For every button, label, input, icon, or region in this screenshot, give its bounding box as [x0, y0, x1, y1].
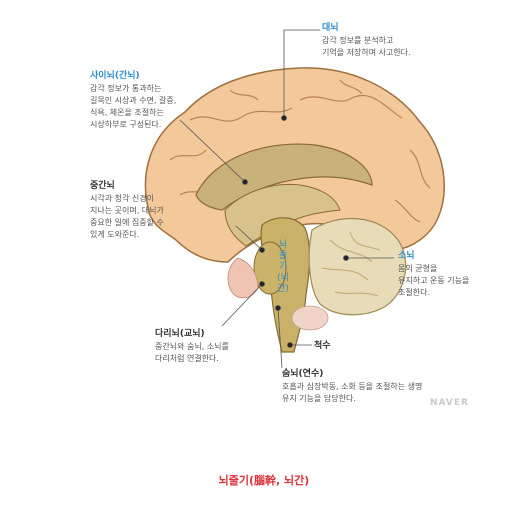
cerebrum-label: 대뇌 감각 정보를 분석하고 기억을 저장하며 사고한다. [322, 22, 411, 59]
spinal-cord-title: 척수 [314, 341, 331, 351]
diencephalon-line-1: 감각 정보가 통과하는 [90, 84, 162, 93]
diencephalon-leader [179, 119, 246, 183]
diencephalon-line-2: 길목인 시상과 수면, 갈증, [90, 96, 177, 105]
medulla-title: 숨뇌(연수) [282, 369, 324, 379]
cerebellum-line-3: 조절한다. [398, 288, 430, 297]
watermark: NAVER [430, 398, 469, 408]
midbrain-line-4: 있게 도와준다. [90, 230, 140, 239]
cerebellum-title: 소뇌 [398, 251, 415, 261]
pons-label: 다리뇌(교뇌) 중간뇌와 숨뇌, 소뇌를 다리처럼 연결한다. [155, 328, 229, 365]
midbrain-line-1: 시각과 청각 신경이 [90, 194, 154, 203]
cerebellum-line-1: 몸의 균형을 [398, 264, 438, 273]
diencephalon [224, 183, 341, 247]
diencephalon-label: 사이뇌(간뇌) 감각 정보가 통과하는 길목인 시상과 수면, 갈증, 식욕, … [90, 70, 176, 131]
midbrain-line-3: 중요한 일에 집중할 수 [90, 218, 164, 227]
medulla-leader [277, 307, 283, 369]
spinal-cord-label: 척수 [314, 340, 331, 353]
lower-tissue [227, 257, 259, 299]
cerebrum-line-1: 감각 정보를 분석하고 [322, 36, 394, 45]
medulla-line-1: 호흡과 심장박동, 소화 등을 조절하는 생명 [282, 382, 423, 391]
pons-cushion [291, 305, 329, 331]
medulla-line-2: 유지 기능을 담당한다. [282, 394, 356, 403]
midbrain-label: 중간뇌 시각과 청각 신경이 지나는 곳이며, 대뇌가 중요한 일에 집중할 수… [90, 180, 164, 241]
cerebrum-title: 대뇌 [322, 23, 339, 33]
cerebrum-leader [283, 29, 320, 118]
diencephalon-line-3: 식욕, 체온을 조절하는 [90, 108, 164, 117]
midbrain-title: 중간뇌 [90, 181, 115, 191]
midbrain-leader [235, 225, 263, 251]
brainstem-label: 뇌줄기(뇌간) [277, 240, 289, 294]
diencephalon-line-4: 시상하부로 구성된다. [90, 120, 162, 129]
pons-line-2: 다리처럼 연결한다. [155, 354, 219, 363]
pons-leader [221, 283, 263, 327]
cerebellum [308, 217, 407, 316]
diencephalon-title: 사이뇌(간뇌) [90, 71, 140, 81]
cerebrum-line-2: 기억을 저장하며 사고한다. [322, 48, 411, 57]
pons [253, 241, 287, 295]
pons-title: 다리뇌(교뇌) [155, 329, 205, 339]
midbrain-line-2: 지나는 곳이며, 대뇌가 [90, 206, 164, 215]
pons-line-1: 중간뇌와 숨뇌, 소뇌를 [155, 342, 229, 351]
cerebellum-line-2: 유지하고 운동 기능을 [398, 276, 470, 285]
figure-caption: 뇌줄기(腦幹, 뇌간) [218, 474, 310, 487]
corpus-callosum [195, 143, 373, 211]
cerebellum-label: 소뇌 몸의 균형을 유지하고 운동 기능을 조절한다. [398, 250, 469, 299]
medulla-label: 숨뇌(연수) 호흡과 심장박동, 소화 등을 조절하는 생명 유지 기능을 담당… [282, 368, 422, 405]
